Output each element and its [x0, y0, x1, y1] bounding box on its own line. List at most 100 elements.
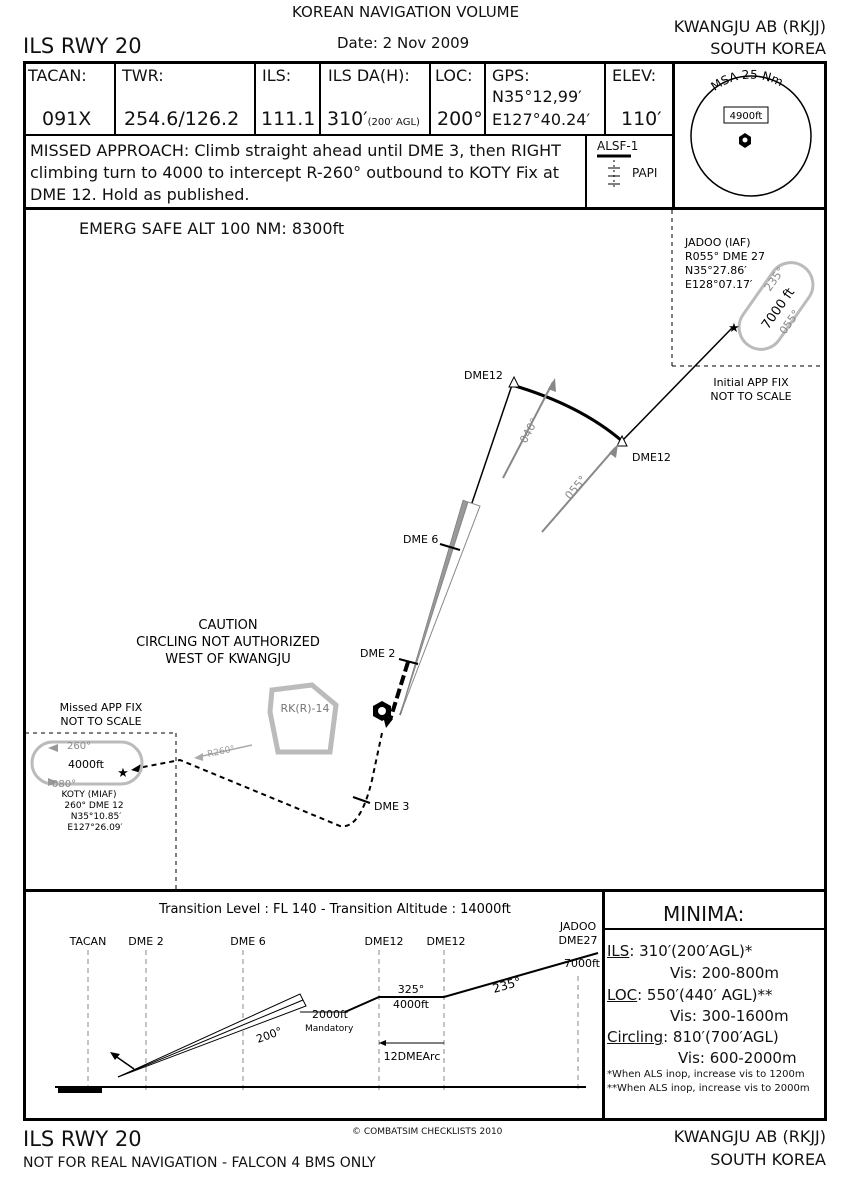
- gps-lon: E127°40.24′: [492, 110, 591, 129]
- restricted-area: [267, 682, 339, 755]
- arrow-head-icon: [110, 1052, 120, 1060]
- divider: [23, 889, 827, 892]
- profile-tacan-label: TACAN: [69, 935, 107, 948]
- dme12-fix-icon: [616, 434, 628, 447]
- caution-line: WEST OF KWANGJU: [165, 652, 290, 667]
- dme12-label: DME12: [464, 369, 503, 382]
- dme12-arc: [511, 383, 623, 443]
- arrow-head-icon: [131, 764, 141, 773]
- restricted-area-label: RK(R)-14: [280, 702, 329, 715]
- minima-circling: Circling: 810′(700′AGL): [607, 1028, 779, 1046]
- miaf-inbound-course: 260°: [67, 741, 91, 752]
- iaf-name: JADOO (IAF): [684, 236, 751, 249]
- footer-disclaimer: NOT FOR REAL NAVIGATION - FALCON 4 BMS O…: [23, 1155, 376, 1171]
- profile-dme2-label: DME 2: [128, 935, 163, 948]
- profile-course-200: 200°: [255, 1025, 284, 1046]
- missed-app-fix-note: NOT TO SCALE: [60, 715, 141, 728]
- minima-loc: LOC: 550′(440′ AGL)**: [607, 986, 772, 1004]
- approach-lights-icon: [597, 154, 631, 190]
- divider: [429, 61, 431, 135]
- missed-approach-line1: MISSED APPROACH: Climb straight ahead un…: [30, 141, 561, 160]
- footer-chart-title: ILS RWY 20: [23, 1127, 142, 1151]
- miaf-lat: N35°10.85′: [71, 812, 122, 822]
- divider: [23, 207, 827, 210]
- ilsda-label: ILS DA(H):: [328, 66, 410, 85]
- dme6-tick: [439, 543, 461, 551]
- caution-title: CAUTION: [198, 618, 257, 633]
- missed-holding-pattern: [30, 740, 144, 786]
- minima-circling-value: : 810′(700′AGL): [663, 1028, 779, 1046]
- minima-note: *When ALS inop, increase vis to 1200m: [607, 1069, 805, 1080]
- minima-circling-vis: Vis: 600-2000m: [678, 1049, 797, 1067]
- arrow-head-icon: [48, 744, 58, 752]
- jadoo-fix-star-icon: ★: [728, 321, 740, 336]
- iaf-lat: N35°27.86′: [685, 264, 747, 277]
- alsf-label: ALSF-1: [597, 139, 639, 153]
- twr-value: 254.6/126.2: [124, 108, 240, 130]
- dme3-label: DME 3: [374, 800, 409, 813]
- divider: [23, 134, 673, 136]
- divider: [672, 61, 675, 209]
- footer-airport: KWANGJU AB (RKJJ): [673, 1127, 826, 1146]
- radial-260-arrow: [197, 744, 253, 758]
- profile-alt-4000: 4000ft: [393, 998, 430, 1011]
- dme2-tick: [398, 658, 419, 665]
- twr-label: TWR:: [122, 66, 164, 85]
- course-arrow-055: [541, 447, 616, 533]
- airport-name: KWANGJU AB (RKJJ): [673, 17, 826, 36]
- ilsda-main: 310′: [327, 108, 368, 130]
- ils-value: 111.1: [261, 108, 316, 130]
- minima-note: **When ALS inop, increase vis to 2000m: [607, 1083, 810, 1094]
- missed-approach-path: [137, 732, 383, 828]
- miaf-radial: 260° DME 12: [64, 801, 123, 811]
- initial-approach-track: [621, 326, 734, 442]
- chart-title: ILS RWY 20: [23, 34, 142, 58]
- footer-country: SOUTH KOREA: [710, 1150, 826, 1169]
- missed-app-fix-label: Missed APP FIX: [60, 701, 143, 714]
- volume-title: KOREAN NAVIGATION VOLUME: [292, 3, 520, 21]
- airport-tacan-icon: [373, 701, 391, 721]
- iaf-radial: R055° DME 27: [685, 250, 765, 263]
- profile-dme12-label: DME12: [427, 935, 466, 948]
- ils-label: ILS:: [262, 66, 292, 85]
- iaf-lon: E128°07.17′: [685, 278, 753, 291]
- dme12-label: DME12: [632, 451, 671, 464]
- initial-app-fix-note: NOT TO SCALE: [710, 390, 791, 403]
- papi-label: PAPI: [632, 166, 658, 180]
- elev-value: 110′: [621, 108, 662, 130]
- koty-fix-star-icon: ★: [117, 766, 129, 781]
- miaf-name: KOTY (MIAF): [61, 790, 116, 800]
- profile-mandatory: Mandatory: [305, 1024, 354, 1034]
- divider: [114, 61, 116, 135]
- ilsda-value: 310′(200′ AGL): [327, 108, 420, 130]
- dme12-fix-icon: [508, 375, 520, 388]
- course-arrow-040: [502, 381, 554, 479]
- loc-value: 200°: [437, 108, 483, 130]
- profile-alt-7000: 7000ft: [564, 957, 601, 970]
- iaf-holding-pattern: [737, 261, 815, 351]
- arrow-head-icon: [379, 1040, 386, 1046]
- profile-course-325: 325°: [398, 983, 425, 996]
- profile-jadoo-label: JADOO: [559, 920, 597, 933]
- minima-ils: ILS: 310′(200′AGL)*: [607, 942, 752, 960]
- arrow-head-icon: [194, 753, 203, 761]
- profile-arc-label: 12DMEArc: [384, 1050, 441, 1063]
- profile-dme6-label: DME 6: [230, 935, 265, 948]
- miaf-outbound-course: 080°: [52, 779, 76, 790]
- divider: [254, 61, 256, 135]
- minima-ils-value: : 310′(200′AGL)*: [629, 942, 753, 960]
- divider: [484, 61, 486, 135]
- divider: [604, 61, 606, 135]
- minima-loc-label: LOC: [607, 986, 638, 1004]
- emerg-safe-alt: EMERG SAFE ALT 100 NM: 8300ft: [79, 219, 345, 238]
- elev-label: ELEV:: [612, 66, 657, 85]
- miaf-hold-altitude: 4000ft: [68, 758, 105, 771]
- arrow-head-icon: [48, 778, 58, 786]
- approach-profile: [344, 952, 599, 1013]
- minima-ils-label: ILS: [607, 942, 630, 960]
- ilsda-sub: (200′ AGL): [367, 117, 420, 128]
- loc-label: LOC:: [435, 66, 473, 85]
- final-segment: [388, 661, 410, 721]
- profile-dme12-label: DME12: [365, 935, 404, 948]
- minima-loc-vis: Vis: 300-1600m: [670, 1007, 789, 1025]
